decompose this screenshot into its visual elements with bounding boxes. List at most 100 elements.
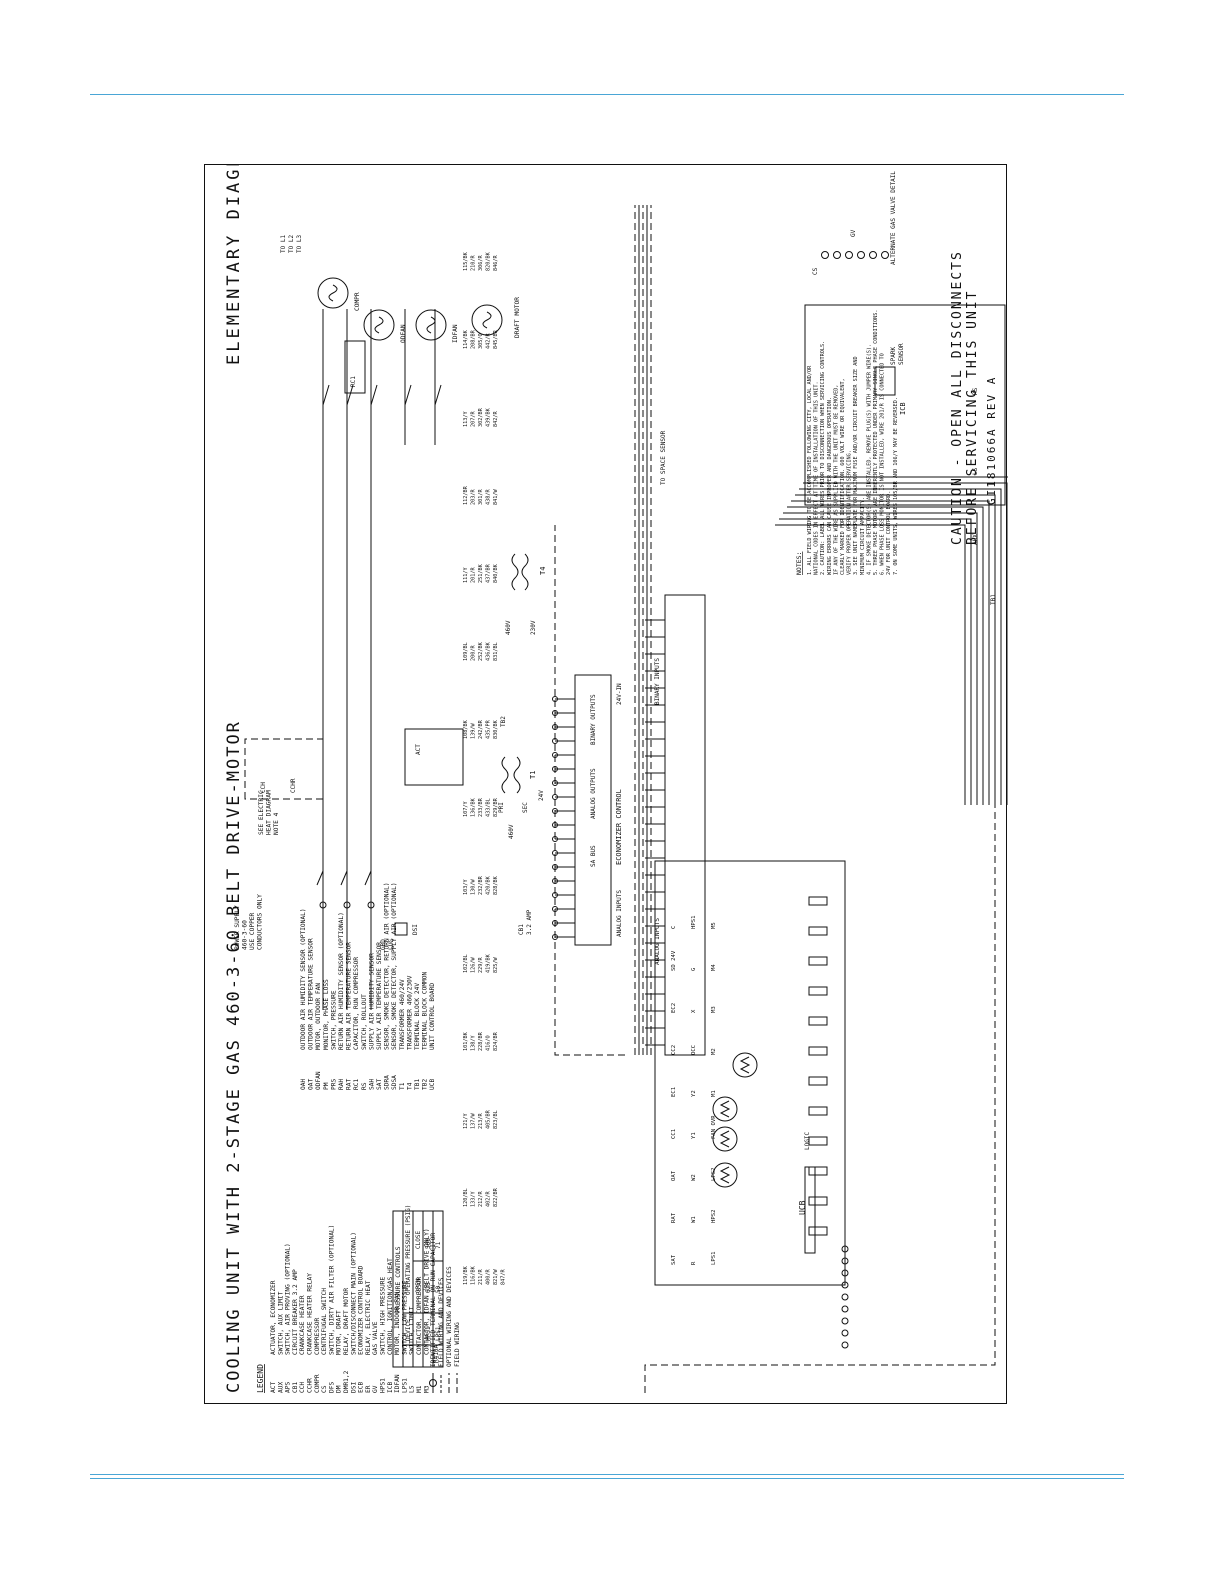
econ-top-board [574,674,612,946]
legend-desc: SENSOR, SMOKE DETECTOR, RETURN AIR (OPTI… [384,882,391,1050]
econ-analog-inputs-2: ANALOG INPUTS [654,918,661,965]
ucb-terminal-label: M1 [711,1090,717,1097]
disconnect-terminal [367,901,375,909]
wire-label: 402/R [486,1191,492,1207]
t1-secondary-winding [513,756,521,794]
wire-label: 121/Y [463,1113,469,1129]
contactor-link [370,384,378,406]
econ-terminal [552,836,558,842]
ucb-board [654,860,846,1286]
pressure-cell-open: 625 [425,1282,432,1293]
legend-code: ECB [358,1382,365,1393]
see-electric-note: SEE ELECTRIC [258,790,265,835]
legend-desc: SWITCH, HIGH PRESSURE [380,1276,387,1355]
motor-label: DRAFT MOTOR [514,297,521,338]
power-supply-text: USE COPPER [249,912,256,950]
econ-analog-outputs: ANALOG OUTPUTS [590,768,597,819]
gas-valve-terminal [857,251,865,259]
capacitor-box [344,340,366,394]
ucb-relay-contact [808,1076,828,1086]
legend-desc: GAS VALVE [372,1321,379,1355]
power-supply-text: 460-3-60 [242,920,249,950]
pressure-refrigerant: R410A [433,1345,440,1363]
ucb-relay-contact [808,896,828,906]
ls-label: LS [972,467,979,475]
motor-circle [363,309,395,341]
wire-label: 136/BK [471,797,477,817]
wire-label: 102/BL [463,954,469,973]
econ-terminal [552,710,558,716]
ucb-terminal-label: HPS2 [711,1210,717,1223]
legend-desc: SWITCH, LIMIT [409,1306,416,1355]
econ-terminal [552,892,558,898]
control-bus-wire [775,524,966,805]
ucb-terminal-label: EC2 [671,1003,677,1013]
notes-heading: NOTES: [795,552,803,575]
tb2-label: TB2 [500,716,507,727]
t1-460v: 460V [508,824,515,839]
note-line: WIRING ERRORS CAN CAUSE IMPROPER AND DAN… [827,397,833,575]
control-bus-wire [803,482,1008,805]
legend-code: ODFAN [315,1071,322,1090]
legend-code: RS [361,1082,368,1090]
wire-label: 820/BK [486,251,492,271]
disconnect-label: DSI [412,924,419,935]
wire-label: 846/R [493,255,499,271]
wire-label: 405/BR [486,1109,492,1129]
ucb-relay-contact [808,1196,828,1206]
econ-binary-outputs: BINARY OUTPUTS [590,694,597,745]
contactor-link [404,384,412,406]
contactor-link [434,384,442,406]
ucb-terminal-label: M5 [711,922,717,929]
wire-label: 823/BL [493,1110,499,1129]
t1-24v: 24V [538,790,545,801]
legend-desc: SWITCH/DISCONNECT MAIN (OPTIONAL) [350,1232,357,1355]
legend-symbol-text: FIELD WIRING [454,1322,461,1367]
econ-terminal [552,738,558,744]
wire-label: 126/W [471,957,477,973]
econ-terminal [552,850,558,856]
econ-analog-inputs: ANALOG INPUTS [616,890,623,937]
legend-code: PM [323,1082,330,1090]
logic-label: LOGIC [804,1132,811,1150]
legend-symbol-text: FIELD WIRING AND DEVICES [438,1277,445,1367]
motor-winding [482,311,492,329]
see-electric-note: HEAT DIAGRAM [266,790,273,835]
t1-pri: PRI [498,802,505,813]
wire-label: 107/Y [463,801,469,817]
thermistor-circle [732,1052,758,1078]
ucb-label: UCB [798,1200,807,1215]
legend-code: IDFAN [394,1374,401,1393]
legend-desc: CRANKCASE HEATER [299,1295,306,1355]
disconnect-terminal [319,901,327,909]
wire-label: 822/BR [493,1187,499,1207]
ucb-terminal-label: G [691,967,697,971]
to-l1-label: TO L1 [280,235,287,253]
legend-desc: SWITCH, PRESSURE [330,990,337,1050]
legend-code: SDRA [384,1075,391,1090]
ucb-terminal-label: R [691,1261,697,1265]
control-bus-wire [791,500,990,805]
ucb-field-terminal [841,1281,849,1289]
ucb-relay-contact [808,1106,828,1116]
legend-code: CS [321,1385,328,1393]
control-bus-wire [799,488,1002,805]
ucb-relay-contact [808,1166,828,1176]
wire-label: 130/W [471,879,477,895]
control-bus-wire [807,476,1008,805]
t4-primary-winding [511,553,519,591]
thermistor-circle [712,1162,738,1188]
legend-code: RAT [346,1079,353,1090]
econ-terminal [552,780,558,786]
legend-desc: SUPPLY AIR HUMIDITY SENSOR [368,953,375,1050]
pressure-subheader-open: OPEN [415,1278,422,1293]
ucb-relay-contact [808,1046,828,1056]
ucb-field-terminal [841,1245,849,1253]
gas-valve-terminal [845,251,853,259]
legend-code: M1 [416,1385,423,1393]
wire-label: 200/R [471,645,477,661]
legend-code: CCH [299,1382,306,1393]
footer-rule [90,1474,1124,1475]
legend-code: DSI [350,1382,357,1393]
ucb-terminal-label: EC1 [671,1087,677,1097]
